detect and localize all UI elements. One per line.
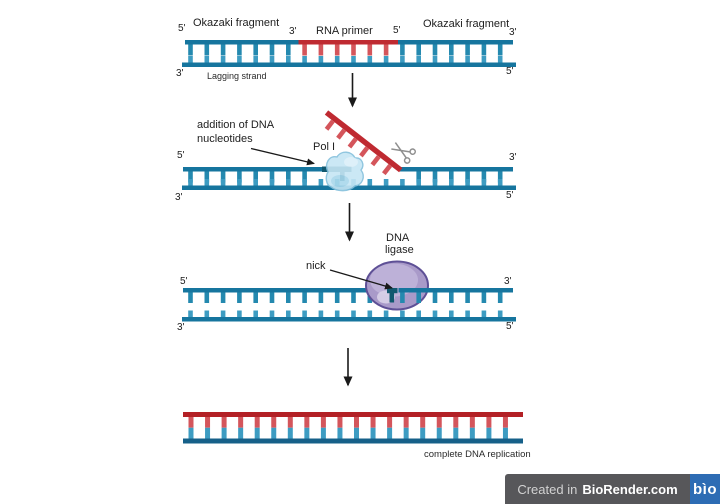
- stage2-top-left-end: 5': [177, 150, 185, 161]
- addition-annotation-line1: addition of DNA: [197, 119, 275, 131]
- flow-arrows: [343, 73, 357, 387]
- stage2-bottom-right-end: 5': [506, 190, 514, 201]
- stage4-ladder: [183, 412, 523, 444]
- displaced-primer-strand: [324, 110, 403, 176]
- rna-primer-segment: [298, 40, 399, 45]
- nick-site: [387, 288, 398, 303]
- credit-prefix-text: Created in: [517, 481, 578, 497]
- stage3-ladder-right: [398, 288, 513, 303]
- dna-ligase-label-line2: ligase: [385, 244, 414, 256]
- lagging-strand-label: Lagging strand: [207, 71, 267, 81]
- stage3-bottom-left-end: 3': [177, 322, 185, 333]
- stage1-primer-left-end: 3': [289, 26, 297, 37]
- pol1-label: Pol I: [313, 141, 336, 153]
- stage1-bottom-left-end: 3': [176, 68, 184, 79]
- complete-replication-caption: complete DNA replication: [424, 449, 531, 460]
- biorender-brand-text: BioRender.com: [582, 481, 678, 497]
- stage3-top-left-end: 5': [180, 276, 188, 287]
- stage2-bottom-left-end: 3': [175, 192, 183, 203]
- biorender-logo-icon: bìo: [690, 474, 720, 504]
- dna-ligase-label-line1: DNA: [386, 232, 410, 244]
- rna-primer-label: RNA primer: [316, 25, 373, 37]
- biorender-credit-bar: Created in BioRender.com: [505, 474, 690, 504]
- stage1-top-right-end: 3': [509, 27, 517, 38]
- stage1-ladder: [182, 40, 516, 67]
- pol1-enzyme: [325, 151, 364, 192]
- addition-annotation-line2: nucleotides: [197, 133, 253, 145]
- stage3-top-right-end: 3': [504, 276, 512, 287]
- scissors-icon: [391, 142, 417, 164]
- nick-label: nick: [306, 260, 326, 272]
- stage1-bottom-right-end: 5': [506, 66, 514, 77]
- stage1-top-left-end: 5': [178, 23, 186, 34]
- stage1-primer-right-end: 5': [393, 25, 401, 36]
- okazaki-fragment-right-label: Okazaki fragment: [423, 18, 510, 30]
- stage2-top-right-end: 3': [509, 152, 517, 163]
- stage3-ladder-left: [182, 288, 516, 322]
- annotation-arrows: [250, 147, 393, 290]
- stage3-bottom-right-end: 5': [506, 321, 514, 332]
- okazaki-fragment-left-label: Okazaki fragment: [193, 17, 280, 29]
